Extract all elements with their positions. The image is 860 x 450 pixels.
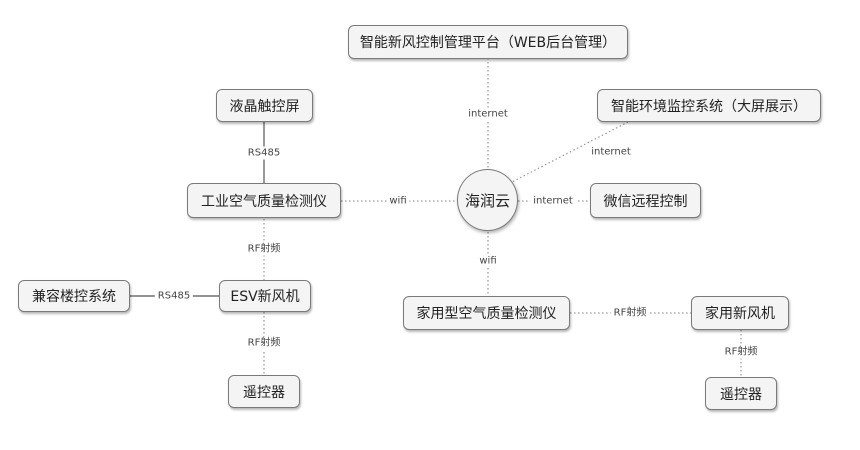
edge-label-env-cloud: internet: [588, 145, 634, 159]
node-platform: 智能新风控制管理平台（WEB后台管理）: [348, 25, 628, 59]
node-building-control: 兼容楼控系统: [18, 280, 130, 312]
node-home-detector: 家用型空气质量检测仪: [403, 296, 570, 330]
edge-label-esv-remote: RF射频: [244, 336, 284, 350]
node-lcd-touchscreen: 液晶触控屏: [216, 89, 313, 122]
edge-label-home-fresh: RF射频: [610, 306, 650, 320]
edge-label-fresh-remote: RF射频: [721, 345, 761, 359]
node-cloud-hub: 海润云: [457, 169, 518, 231]
edge-label-industrial-esv: RF射频: [244, 242, 284, 256]
node-home-fresh-air: 家用新风机: [691, 296, 789, 330]
edge-label-cloud-home: wifi: [476, 254, 500, 268]
edge-label-lcd-industrial: RS485: [244, 146, 284, 160]
node-remote-right: 遥控器: [705, 377, 777, 410]
edge-label-wechat-cloud: internet: [530, 194, 576, 208]
edge-env-cloud: [511, 121, 629, 183]
node-industrial-detector: 工业空气质量检测仪: [187, 183, 341, 218]
node-remote-left: 遥控器: [228, 375, 300, 408]
node-env-monitor: 智能环境监控系统（大屏展示）: [597, 89, 821, 122]
edge-label-industrial-cloud: wifi: [386, 194, 410, 208]
node-esv-fresh-air: ESV新风机: [219, 280, 311, 312]
node-wechat-remote: 微信远程控制: [590, 183, 701, 218]
edge-label-platform-cloud: internet: [465, 107, 511, 121]
edge-label-building-esv: RS485: [154, 289, 194, 303]
